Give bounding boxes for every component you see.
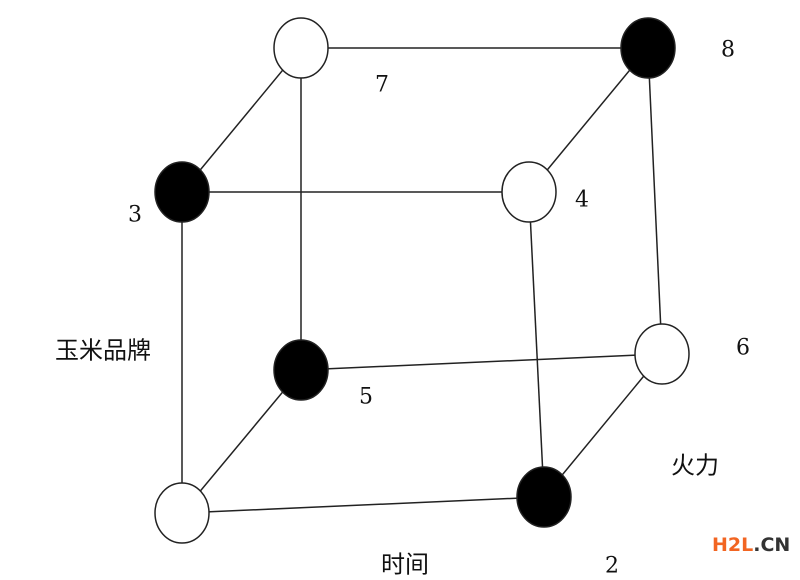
edge-5-6 bbox=[300, 353, 663, 371]
node-label-2: 2 bbox=[605, 553, 619, 579]
node-7 bbox=[273, 17, 329, 79]
edge-4-2 bbox=[528, 191, 545, 498]
edge-8-4 bbox=[528, 47, 649, 193]
node-3 bbox=[154, 161, 210, 223]
cube-diagram: 7 8 3 4 6 5 2 玉米品牌 火力 时间 H2L.CN bbox=[55, 17, 790, 579]
node-label-6: 6 bbox=[736, 335, 750, 361]
node-6 bbox=[634, 323, 690, 385]
watermark: H2L.CN bbox=[712, 534, 790, 556]
node-label-4: 4 bbox=[575, 187, 589, 213]
watermark-part2: .CN bbox=[753, 534, 791, 556]
axis-label-brand: 玉米品牌 bbox=[55, 336, 151, 365]
node-2 bbox=[516, 466, 572, 528]
edge-5-1 bbox=[181, 369, 302, 514]
edge-6-2 bbox=[543, 353, 663, 498]
cube-graph bbox=[154, 17, 690, 544]
edge-1-2 bbox=[181, 496, 545, 514]
node-label-5: 5 bbox=[359, 384, 373, 410]
node-1 bbox=[154, 482, 210, 544]
node-5 bbox=[273, 339, 329, 401]
node-4 bbox=[501, 161, 557, 223]
axis-label-time: 时间 bbox=[381, 550, 429, 579]
edge-8-6 bbox=[647, 47, 663, 355]
node-label-3: 3 bbox=[128, 202, 142, 228]
node-label-7: 7 bbox=[375, 72, 389, 98]
watermark-part1: H2L bbox=[712, 534, 754, 556]
node-8 bbox=[620, 17, 676, 79]
edge-7-3 bbox=[181, 47, 302, 193]
axis-label-heat: 火力 bbox=[671, 451, 719, 480]
node-label-8: 8 bbox=[721, 37, 735, 63]
